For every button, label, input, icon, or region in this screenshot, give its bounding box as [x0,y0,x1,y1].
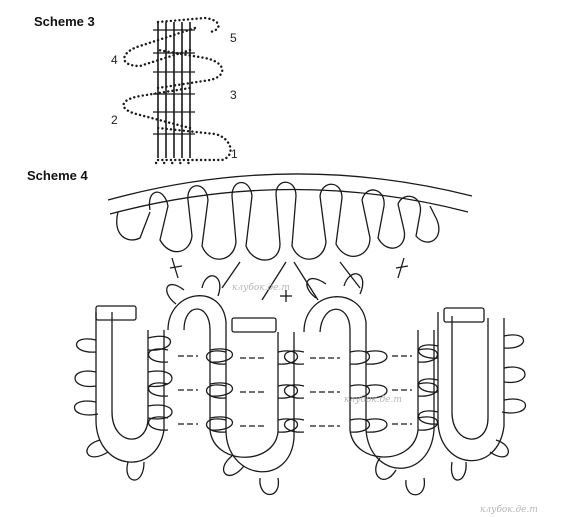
scheme-4-diagram [73,173,527,496]
scheme-4-tape-left-outer [95,305,165,463]
scheme-4-title: Scheme 4 [27,168,88,183]
scheme-3-title: Scheme 3 [34,14,95,29]
scheme-3-diagram [122,16,232,165]
watermark: клубок.де.т клубок.де.т клубок.де.т [232,282,538,515]
scheme-4-cross-ties [178,355,412,427]
scheme-3-crossbars [153,29,195,135]
scheme-4-tape-loops-right [365,334,527,496]
watermark-text-bottom: клубок.де.т [480,504,538,515]
scheme-4-braid-loops [116,181,440,261]
scheme-4-tape-left-inner [167,295,295,473]
row-number-3: 3 [230,88,237,102]
scheme-3-row-numbers: 1 2 3 4 5 [111,31,238,161]
row-number-1: 1 [231,147,238,161]
scheme-4-tape-loops-left [73,275,233,481]
row-number-2: 2 [111,113,118,127]
row-number-4: 4 [111,53,118,67]
scheme-4-tape-loops-center [206,273,370,495]
watermark-text-middle: клубок.де.т [344,394,402,405]
scheme-3-stitch-posts [157,22,191,158]
watermark-text-top: клубок.де.т [232,282,290,293]
scheme-4-top-braid [107,173,473,215]
row-number-5: 5 [230,31,237,45]
scheme-4-tape-right-inner [303,296,435,469]
scheme-3-chain-loops [122,16,232,162]
scheme-4-tape-right-outer [437,307,505,462]
scheme-4-ties [169,257,409,302]
